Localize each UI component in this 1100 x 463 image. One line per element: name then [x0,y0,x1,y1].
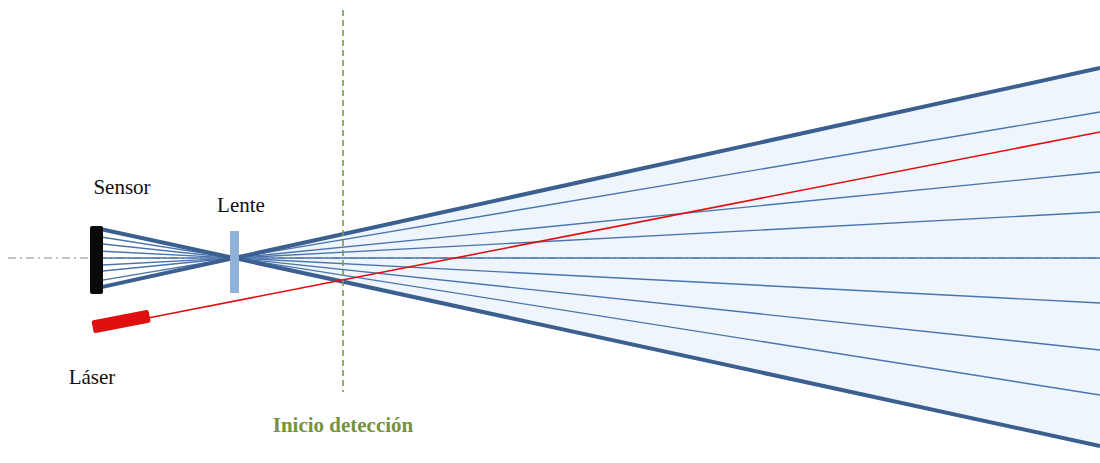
annotation-label: Inicio detección [273,414,414,437]
laser-emitter [91,310,150,334]
lens [230,231,239,293]
field-of-view [234,68,1100,446]
laser-beam [148,132,1100,318]
field-edge-ray [98,68,1100,288]
part-label: Láser [69,366,116,389]
part-label: Lente [217,194,265,217]
field-edge-ray [98,228,1100,446]
light-ray [98,251,1100,303]
light-ray [98,212,1100,265]
detection-start-line [342,10,344,392]
sensor [90,226,103,294]
optical-axis [8,257,1100,258]
part-label: Sensor [93,176,150,199]
